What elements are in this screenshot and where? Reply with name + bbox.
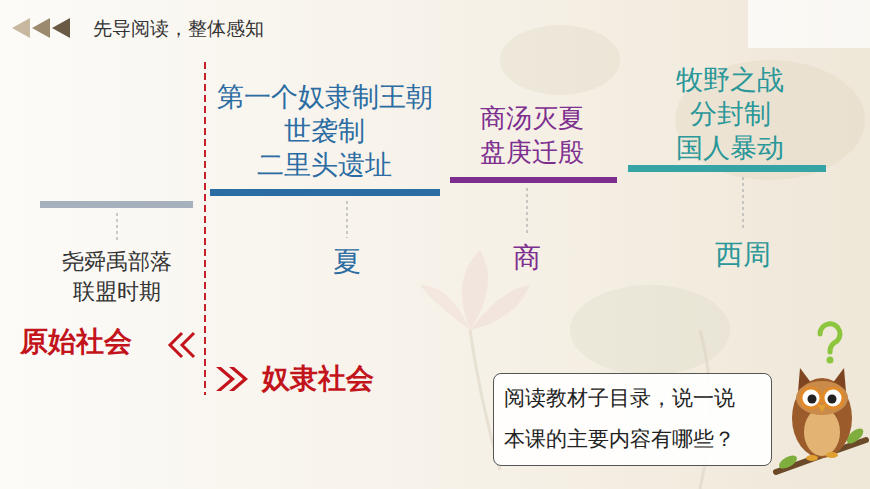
- corner-panel: [748, 0, 870, 48]
- leader-tick: [526, 188, 528, 234]
- lotus-petal: [420, 285, 470, 330]
- title-chevron: [12, 18, 30, 38]
- period-text-holder: 夏: [305, 245, 389, 279]
- era-label: 原始社会: [20, 324, 132, 360]
- leader-tick: [116, 213, 118, 241]
- period-text-holder: 商汤灭夏 盘庚迁殷: [472, 101, 592, 169]
- timeline-bar: 第一个奴隶制王朝 世袭制 二里头遗址夏: [210, 189, 440, 196]
- owl-face: [796, 381, 848, 415]
- title-chevron: [52, 18, 70, 38]
- owl-pupil: [828, 395, 837, 404]
- period-text-holder: 牧野之战 分封制 国人暴动: [668, 63, 792, 165]
- era-divider: [204, 62, 206, 395]
- question-dot: [827, 357, 834, 364]
- era-label-holder: 原始社会: [20, 324, 132, 360]
- era-label: 奴隶社会: [262, 361, 374, 397]
- period-name: 西周: [701, 238, 785, 272]
- leader-tick: [742, 177, 744, 231]
- left-chevron: [182, 333, 194, 357]
- leader-tick: [346, 201, 348, 238]
- period-name: 商: [485, 241, 569, 275]
- owl-pupil: [808, 395, 817, 404]
- callout-box: 阅读教材子目录，说一说 本课的主要内容有哪些？: [493, 373, 772, 466]
- owl-body: [792, 378, 852, 458]
- title-holder: 先导阅读，整体感知: [93, 16, 264, 40]
- question-mark: [820, 324, 840, 352]
- right-chevron: [216, 367, 235, 391]
- owl-beak: [818, 405, 826, 413]
- owl-foot: [806, 455, 818, 461]
- owl-foot: [826, 452, 838, 458]
- event-text: 商汤灭夏 盘庚迁殷: [472, 101, 592, 169]
- timeline-bar: 牧野之战 分封制 国人暴动西周: [628, 165, 826, 172]
- period-text-holder: 尧舜禹部落 联盟时期: [55, 247, 178, 307]
- lotus-leaf: [500, 25, 620, 95]
- event-text: 牧野之战 分封制 国人暴动: [668, 63, 792, 165]
- owl-belly: [804, 408, 840, 456]
- timeline-bar: 商汤灭夏 盘庚迁殷商: [450, 177, 617, 183]
- period-text-holder: 商: [485, 241, 569, 275]
- prompt-text: 阅读教材子目录，说一说 本课的主要内容有哪些？: [504, 378, 746, 460]
- timeline-bar: 尧舜禹部落 联盟时期: [40, 201, 193, 208]
- era-label-holder: 奴隶社会: [262, 361, 374, 397]
- period-text-holder: 第一个奴隶制王朝 世袭制 二里头遗址: [215, 80, 435, 182]
- leaf: [777, 453, 799, 472]
- period-text-holder: 西周: [701, 238, 785, 272]
- slide-title: 先导阅读，整体感知: [93, 16, 264, 40]
- lotus-petal: [470, 285, 530, 330]
- event-text: 第一个奴隶制王朝 世袭制 二里头遗址: [215, 80, 435, 182]
- right-chevron: [229, 367, 248, 391]
- period-name: 夏: [305, 245, 389, 279]
- title-chevron: [32, 18, 50, 38]
- period-name: 尧舜禹部落 联盟时期: [55, 247, 178, 307]
